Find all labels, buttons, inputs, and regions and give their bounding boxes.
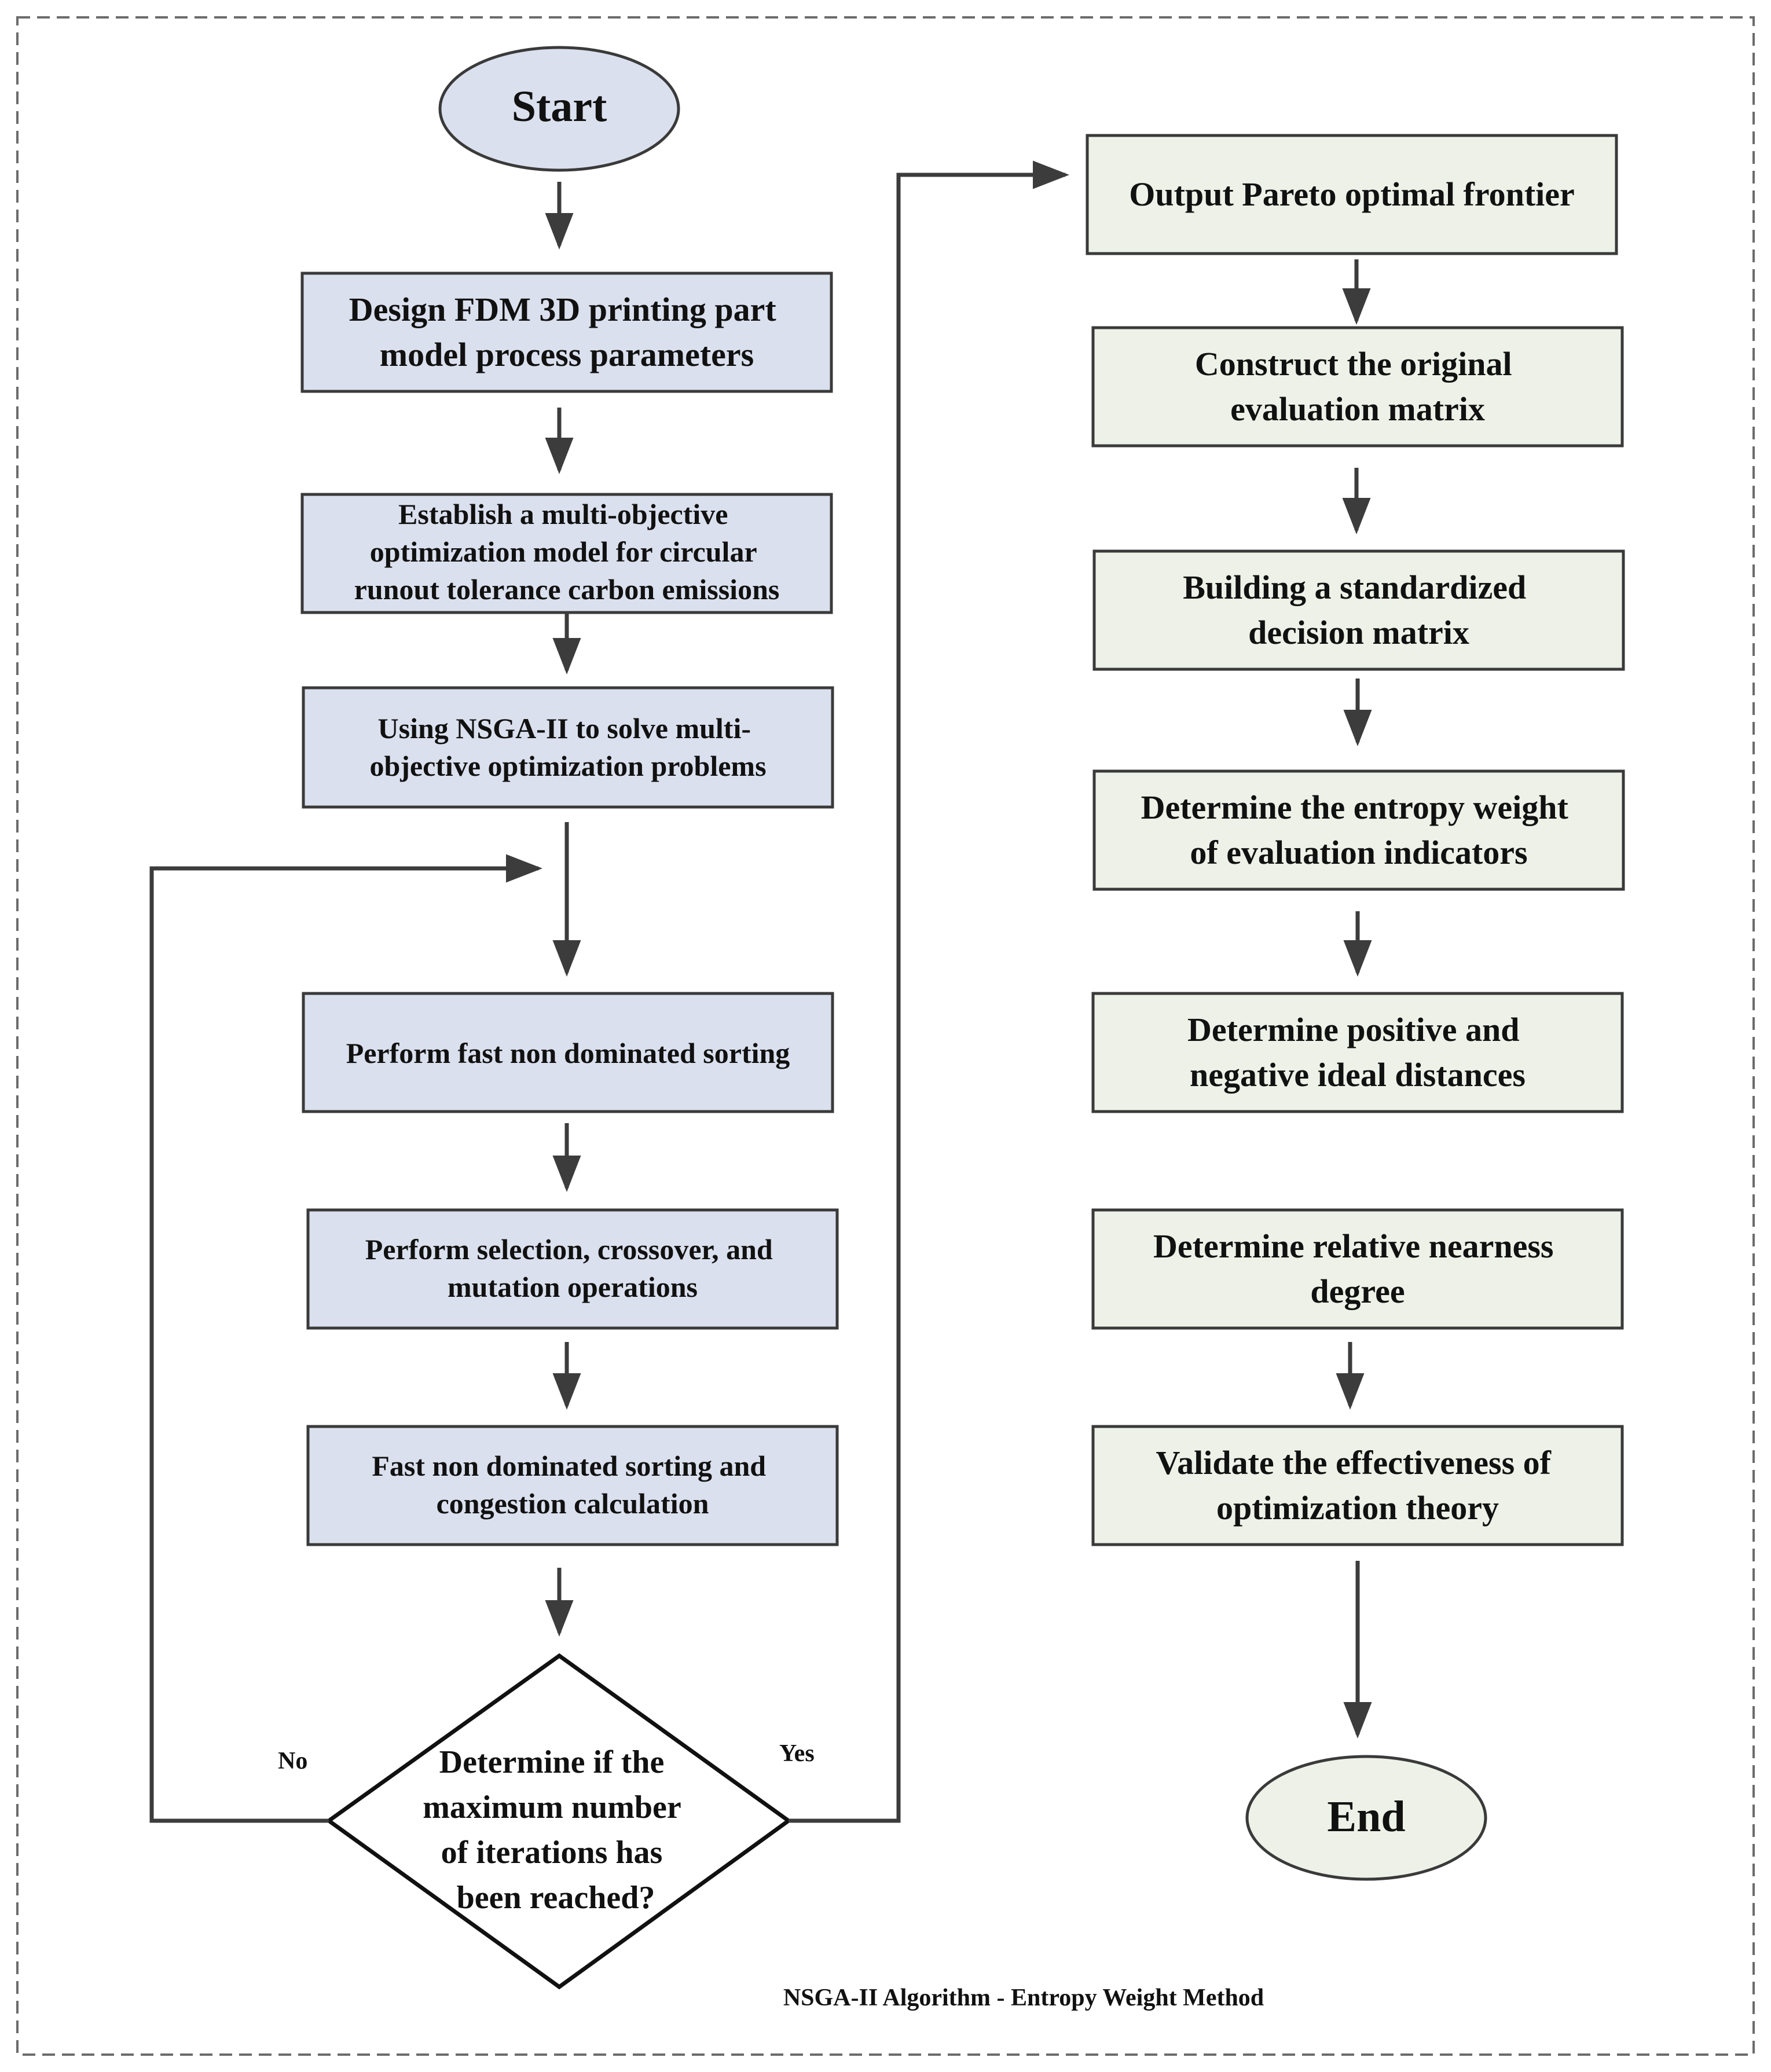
right-step-box (1091, 992, 1624, 1113)
left-step-5: Perform selection, crossover, and mutati… (306, 1208, 839, 1330)
end-label: End (1327, 1792, 1405, 1841)
right-step-label: Determine positive and negative ideal di… (1187, 1011, 1528, 1094)
right-step-label: Validate the effectiveness of optimizati… (1156, 1444, 1560, 1527)
left-step-4: Perform fast non dominated sorting (302, 992, 834, 1113)
start-label: Start (512, 82, 607, 131)
left-step-box (300, 493, 833, 614)
right-step-label: Determine relative nearness degree (1153, 1227, 1562, 1310)
right-step-box (1086, 134, 1618, 255)
left-step-box (302, 992, 834, 1113)
left-step-box (306, 1208, 839, 1330)
left-step-label: Design FDM 3D printing part model proces… (349, 291, 784, 373)
right-step-box (1091, 1208, 1624, 1330)
left-step-box (300, 272, 833, 393)
outer-frame (16, 16, 1755, 2056)
left-step-label: Perform selection, crossover, and mutati… (365, 1233, 780, 1303)
right-step-5: Determine positive and negative ideal di… (1091, 992, 1624, 1113)
yes-connector (789, 160, 1069, 1823)
right-step-label: Building a standardized decision matrix (1183, 569, 1535, 651)
right-step-3: Building a standardized decision matrix (1092, 549, 1625, 671)
left-step-box (302, 686, 834, 809)
left-step-1: Design FDM 3D printing part model proces… (300, 272, 833, 393)
right-step-box (1091, 1425, 1624, 1546)
no-loop-connector (149, 854, 542, 1823)
diagram-caption: NSGA-II Algorithm - Entropy Weight Metho… (783, 1985, 1264, 2011)
left-step-label: Perform fast non dominated sorting (346, 1037, 790, 1069)
start-node: Start (438, 46, 680, 172)
end-node: End (1245, 1755, 1487, 1881)
left-step-3: Using NSGA-II to solve multi- objective … (302, 686, 834, 809)
left-step-label: Fast non dominated sorting and congestio… (372, 1450, 773, 1520)
decision-label: Determine if the maximum number of itera… (423, 1744, 688, 1916)
no-label: No (278, 1748, 307, 1774)
decision-diamond (325, 1653, 792, 1990)
right-step-2: Construct the original evaluation matrix (1091, 326, 1624, 448)
right-step-box (1091, 326, 1624, 448)
left-step-box (306, 1425, 839, 1546)
right-step-7: Validate the effectiveness of optimizati… (1091, 1425, 1624, 1546)
right-step-label: Determine the entropy weight of evaluati… (1141, 789, 1577, 871)
yes-label: Yes (779, 1740, 815, 1767)
right-step-label: Construct the original evaluation matrix (1195, 345, 1520, 428)
start-ellipse (438, 46, 680, 172)
right-step-6: Determine relative nearness degree (1091, 1208, 1624, 1330)
right-step-label: Output Pareto optimal frontier (1129, 175, 1575, 213)
left-step-label: Using NSGA-II to solve multi- objective … (369, 712, 766, 782)
right-step-1: Output Pareto optimal frontier (1086, 134, 1618, 255)
left-step-2: Establish a multi-objective optimization… (300, 493, 833, 614)
right-step-box (1092, 769, 1625, 891)
end-ellipse (1245, 1755, 1487, 1881)
right-step-4: Determine the entropy weight of evaluati… (1092, 769, 1625, 891)
decision-node: Determine if the maximum number of itera… (325, 1653, 792, 1990)
left-step-label: Establish a multi-objective optimization… (354, 498, 780, 606)
left-step-6: Fast non dominated sorting and congestio… (306, 1425, 839, 1546)
right-step-box (1092, 549, 1625, 671)
